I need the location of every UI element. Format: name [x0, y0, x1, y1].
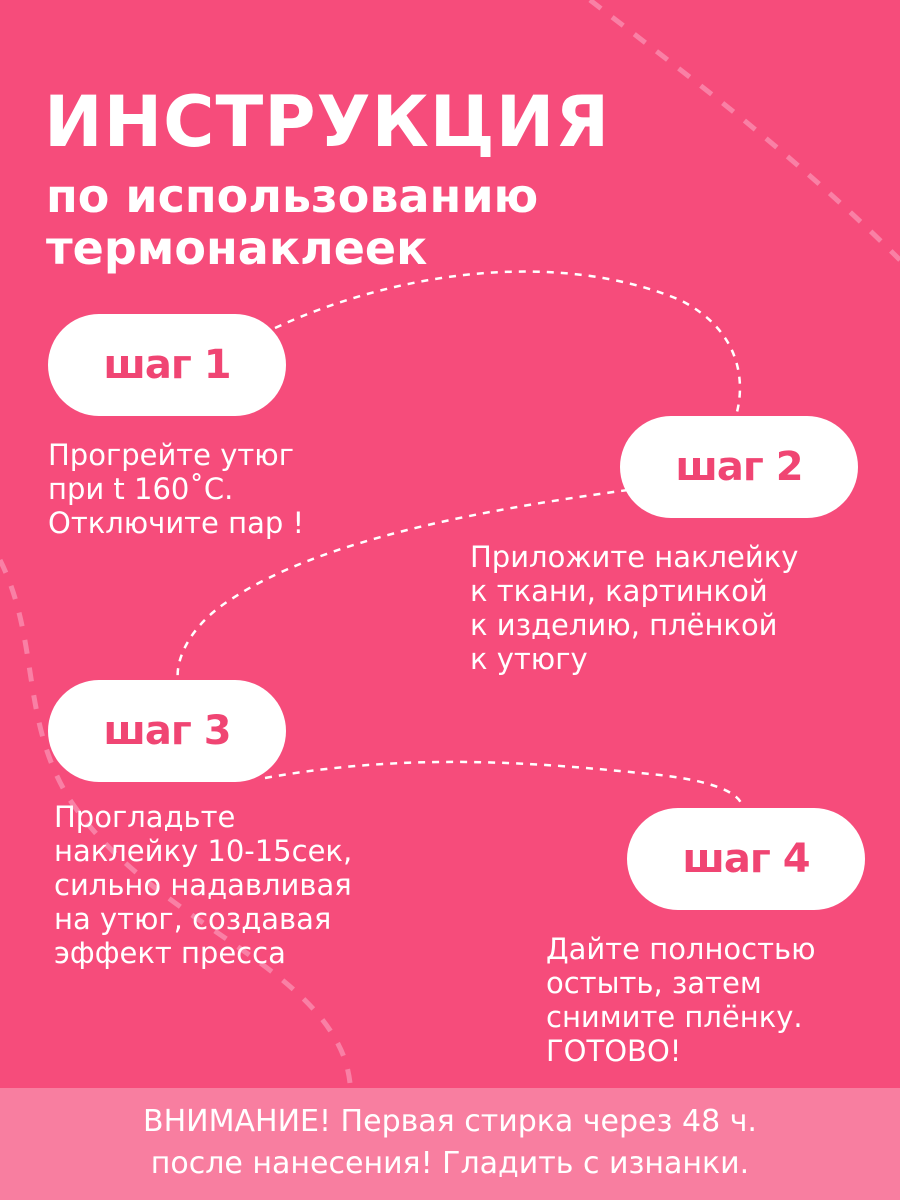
step-4-text: Дайте полностью остыть, затем снимите пл…	[546, 932, 816, 1068]
step-1-label: шаг 1	[103, 342, 231, 388]
step-4-badge: шаг 4	[627, 808, 865, 910]
page-title: ИНСТРУКЦИЯ	[44, 81, 611, 163]
step-3-label: шаг 3	[103, 708, 231, 754]
step-2-text: Приложите наклейку к ткани, картинкой к …	[470, 540, 799, 676]
warning-line-2: после нанесения! Гладить с изнанки.	[150, 1146, 750, 1181]
warning-line-1: ВНИМАНИЕ! Первая стирка через 48 ч.	[143, 1104, 757, 1139]
step-3-badge: шаг 3	[48, 680, 286, 782]
page-subtitle: по использованию термонаклеек	[46, 169, 539, 275]
step-1-text: Прогрейте утюг при t 160˚С. Отключите па…	[48, 438, 305, 540]
step-2-badge: шаг 2	[620, 416, 858, 518]
step-2-label: шаг 2	[675, 444, 803, 490]
step-4-label: шаг 4	[682, 836, 810, 882]
step-1-badge: шаг 1	[48, 314, 286, 416]
step-3-text: Прогладьте наклейку 10-15сек, сильно над…	[54, 800, 353, 970]
warning-banner: ВНИМАНИЕ! Первая стирка через 48 ч. посл…	[0, 1088, 900, 1200]
